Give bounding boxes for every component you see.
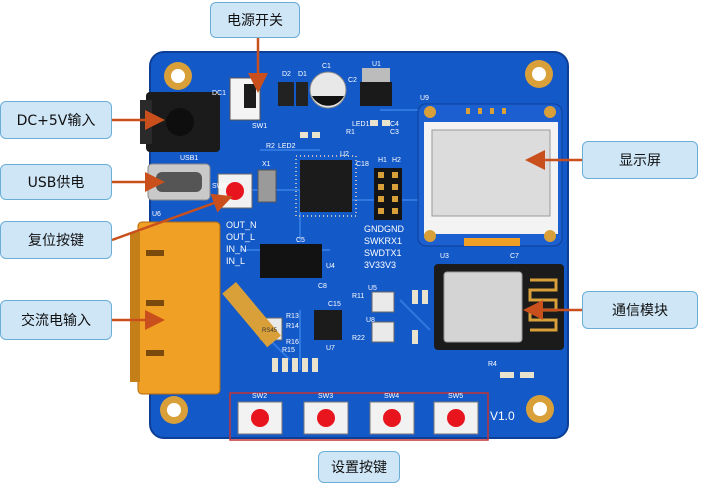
silk-gndgnd: GNDGND <box>364 224 404 234</box>
callout-setting-buttons: 设置按键 <box>318 451 400 483</box>
silk-u1: U1 <box>372 61 381 68</box>
silk-sw2: SW2 <box>252 393 267 400</box>
silk-c4: C4 <box>390 121 399 128</box>
crystal-x1 <box>257 169 277 203</box>
trace-band <box>222 282 281 348</box>
silk-in-l: IN_L <box>226 256 245 266</box>
silk-out-n: OUT_N <box>226 220 257 230</box>
silk-in-n: IN_N <box>226 244 247 254</box>
silk-d1: D1 <box>298 71 307 78</box>
silk-usb1: USB1 <box>180 155 198 162</box>
silk-c2: C2 <box>348 77 357 84</box>
silk-rs-chip: RS45 <box>262 328 278 334</box>
silk-r2: R2 <box>266 143 275 150</box>
mounting-holes <box>160 60 554 424</box>
callout-arrows <box>111 38 582 330</box>
silk-c1: C1 <box>322 63 331 70</box>
silk-sw4: SW4 <box>384 393 399 400</box>
callout-display: 显示屏 <box>582 141 698 179</box>
dc-jack <box>140 92 220 152</box>
callout-usb-power: USB供电 <box>0 164 112 200</box>
silk-h1: H1 <box>378 157 387 164</box>
silk-3v3: 3V33V3 <box>364 260 396 270</box>
silk-led2: LED2 <box>278 143 296 150</box>
callout-power-switch: 电源开关 <box>210 2 300 38</box>
callout-ac-input: 交流电输入 <box>0 300 112 340</box>
silk-u4: U4 <box>326 263 335 270</box>
oled-display <box>417 103 563 247</box>
silk-c3: C3 <box>390 129 399 136</box>
silk-sw6: SW6 <box>212 183 227 190</box>
reset-button-part <box>217 173 253 209</box>
silk-sw1: SW1 <box>252 123 267 130</box>
setting-buttons-highlight <box>229 392 489 441</box>
capacitor-c1 <box>309 71 347 109</box>
setting-buttons-group <box>237 401 479 435</box>
silk-out-l: OUT_L <box>226 232 255 242</box>
mcu-u2 <box>295 155 357 217</box>
silk-d2: D2 <box>282 71 291 78</box>
silk-u2: U2 <box>340 151 349 158</box>
silk-u7: U7 <box>326 345 335 352</box>
power-switch <box>229 77 261 121</box>
silk-u3: U3 <box>440 253 449 260</box>
callout-dc-input: DC+5V输入 <box>0 101 112 139</box>
silk-c5: C5 <box>296 237 305 244</box>
silk-u6: U6 <box>152 211 161 218</box>
chip-u8 <box>371 321 395 343</box>
silk-sw5: SW5 <box>448 393 463 400</box>
wireless-module <box>434 264 564 350</box>
relay-u4 <box>260 244 322 278</box>
silk-c8: C8 <box>318 283 327 290</box>
silk-sw3: SW3 <box>318 393 333 400</box>
silk-swdtx1: SWDTX1 <box>364 248 402 258</box>
silk-c7: C7 <box>510 253 519 260</box>
silk-r11: R11 <box>352 293 364 300</box>
diode-d2 <box>278 82 294 106</box>
silk-c18: C18 <box>356 161 369 168</box>
silk-u5: U5 <box>368 285 377 292</box>
silk-u8: U8 <box>366 317 375 324</box>
silk-r15: R15 <box>282 347 295 354</box>
chip-u5 <box>371 291 395 313</box>
silk-dc1: DC1 <box>212 90 226 97</box>
silk-x1: X1 <box>262 161 271 168</box>
silk-c15: C15 <box>328 301 341 308</box>
diode-d1 <box>296 82 308 106</box>
silk-r1: R1 <box>346 129 355 136</box>
silk-r4: R4 <box>488 361 497 368</box>
callout-comm-module: 通信模块 <box>582 291 698 329</box>
chip-u7 <box>314 310 342 340</box>
silk-u9: U9 <box>420 95 429 102</box>
ac-terminal <box>130 221 221 395</box>
callout-reset-button: 复位按键 <box>0 221 112 259</box>
pin-header <box>374 168 402 220</box>
silk-version: V1.0 <box>490 409 515 423</box>
regulator-u1 <box>360 68 392 106</box>
silk-r22: R22 <box>352 335 365 342</box>
silk-h2: H2 <box>392 157 401 164</box>
silk-r14: R14 <box>286 323 299 330</box>
silk-r13: R13 <box>286 313 299 320</box>
silk-swkrx1: SWKRX1 <box>364 236 402 246</box>
smd-components <box>272 120 534 378</box>
silk-r16: R16 <box>286 339 299 346</box>
silk-led1: LED1 <box>352 121 370 128</box>
